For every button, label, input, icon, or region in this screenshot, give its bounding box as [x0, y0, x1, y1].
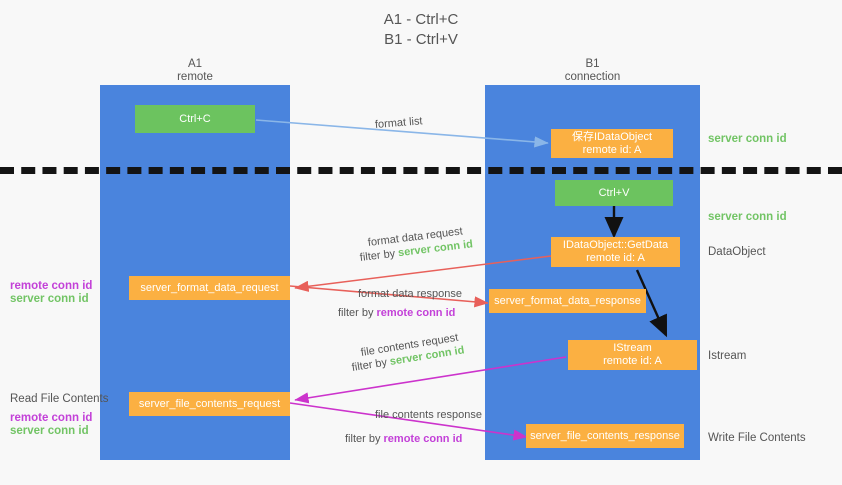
- box-server-file-contents-request-label: server_file_contents_request: [138, 397, 281, 410]
- label-remote-conn-id-1: remote conn id: [10, 280, 93, 292]
- label-remote-conn-id-2: remote conn id: [10, 412, 93, 424]
- edge-label-file-contents-response-filter: filter by remote conn id: [345, 432, 462, 447]
- label-server-conn-id-mid: server conn id: [708, 211, 787, 223]
- label-write-file-contents: Write File Contents: [708, 432, 806, 444]
- arrow-format-data-response: [289, 285, 489, 308]
- box-server-file-contents-response[interactable]: server_file_contents_response: [526, 424, 684, 448]
- edge-label-file-contents-response: file contents response: [375, 408, 482, 423]
- column-b1-sub: connection: [564, 71, 621, 83]
- column-b1-name: B1: [585, 58, 600, 70]
- label-server-conn-id-2: server conn id: [10, 425, 89, 437]
- arrow-getdata-to-istream: [635, 269, 668, 338]
- column-a1-name: A1: [187, 58, 203, 70]
- label-istream: Istream: [708, 350, 747, 362]
- column-header-a1: A1 remote: [100, 58, 290, 84]
- column-header-b1: B1 connection: [485, 58, 700, 84]
- arrow-format-data-request: [294, 255, 552, 292]
- box-save-idataobject[interactable]: 保存IDataObject remote id: A: [551, 129, 673, 158]
- box-server-format-data-response-label: server_format_data_response: [494, 294, 641, 307]
- column-a1-sub: remote: [177, 71, 213, 83]
- box-server-format-data-request-label: server_format_data_request: [140, 281, 279, 294]
- box-ctrl-c-label: Ctrl+C: [179, 112, 211, 125]
- box-server-format-data-request[interactable]: server_format_data_request: [129, 276, 290, 300]
- box-server-format-data-response[interactable]: server_format_data_response: [489, 289, 646, 313]
- edge-label-file-contents-response-line1: file contents response: [375, 409, 483, 421]
- arrow-file-contents-request: [294, 356, 567, 404]
- box-server-file-contents-request[interactable]: server_file_contents_request: [129, 392, 290, 416]
- box-ctrl-c[interactable]: Ctrl+C: [135, 105, 255, 133]
- title-line-2: B1 - Ctrl+V: [384, 31, 458, 48]
- arrow-format-list: [255, 119, 549, 148]
- edge-label-format-data-response-line1: format data response: [358, 288, 462, 300]
- box-getdata[interactable]: IDataObject::GetData remote id: A: [551, 237, 680, 267]
- title-line-1: A1 - Ctrl+C: [383, 11, 459, 28]
- box-save-idataobject-line1: 保存IDataObject: [571, 130, 653, 143]
- label-server-conn-id-1: server conn id: [10, 293, 89, 305]
- label-read-file-contents: Read File Contents: [10, 393, 109, 405]
- filter-prefix: filter by: [345, 433, 384, 445]
- filter-value-remote-conn-id: remote conn id: [376, 307, 456, 319]
- label-server-conn-id-top: server conn id: [708, 133, 787, 145]
- box-server-file-contents-response-label: server_file_contents_response: [530, 429, 680, 442]
- box-ctrl-v-label: Ctrl+V: [598, 186, 630, 199]
- filter-prefix: filter by: [338, 307, 377, 319]
- box-istream-line1: IStream: [613, 342, 652, 354]
- box-getdata-line1: IDataObject::GetData: [562, 239, 669, 251]
- arrow-file-contents-response: [289, 402, 528, 441]
- edge-label-format-data-response: format data response: [358, 287, 462, 302]
- box-ctrl-v[interactable]: Ctrl+V: [555, 180, 673, 206]
- filter-value-remote-conn-id: remote conn id: [383, 433, 463, 445]
- edge-label-format-data-response-filter: filter by remote conn id: [338, 306, 455, 321]
- filter-prefix: filter by: [359, 247, 399, 264]
- box-save-idataobject-line2: remote id: A: [582, 143, 642, 156]
- box-getdata-line2: remote id: A: [586, 252, 645, 264]
- diagram-title: A1 - Ctrl+C B1 - Ctrl+V: [0, 10, 842, 50]
- box-istream[interactable]: IStream remote id: A: [568, 340, 697, 370]
- label-dataobject: DataObject: [708, 246, 766, 258]
- phase-divider: [0, 167, 842, 174]
- box-istream-line2: remote id: A: [603, 355, 662, 367]
